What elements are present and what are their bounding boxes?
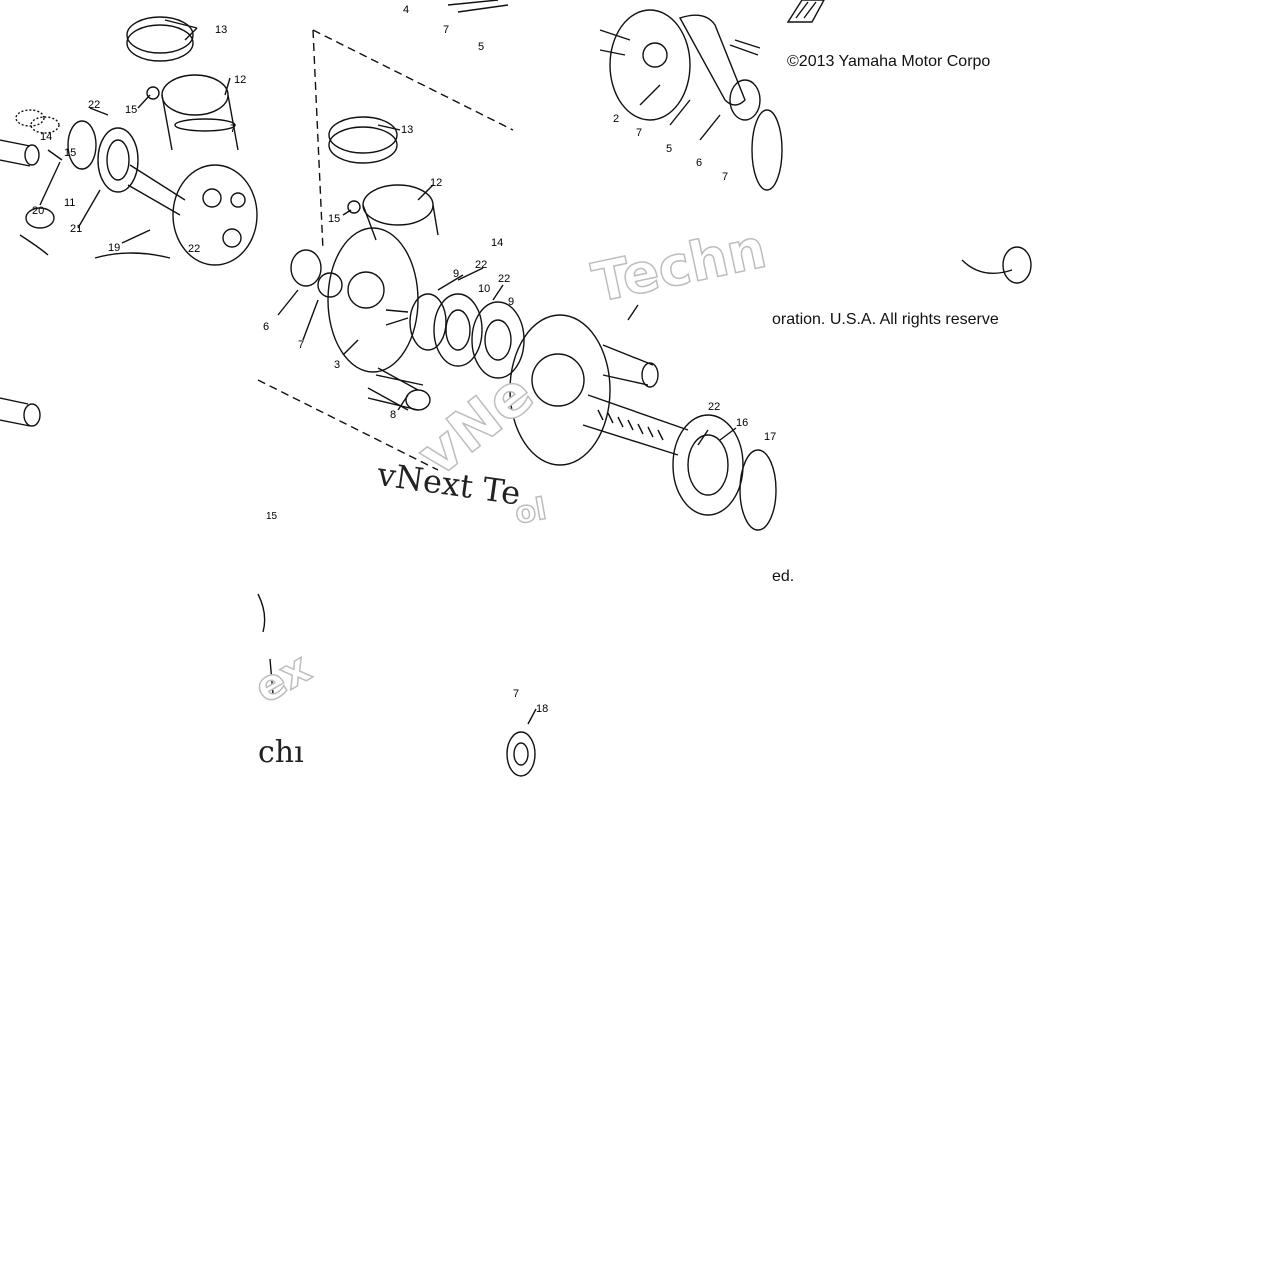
diagram-tile-center: 4 7 5 13 12 15 14 22 9 10 22 9 6 7 3 8 2… xyxy=(257,0,777,532)
callout-2: 2 xyxy=(613,113,619,125)
callout-7b: 7 xyxy=(722,171,728,183)
callout-19: 19 xyxy=(108,242,120,254)
callout-14: 14 xyxy=(40,131,52,143)
watermark-chi: chı xyxy=(258,735,304,770)
callout-14: 14 xyxy=(491,237,503,249)
callout-15: 15 xyxy=(125,104,137,116)
crankshaft-drawing-left: 13 12 22 15 7 20 21 19 xyxy=(0,16,258,427)
callout-10: 10 xyxy=(478,283,490,295)
diagram-tile-left-lower: 14 15 11 22 xyxy=(0,0,258,259)
callout-13: 13 xyxy=(215,24,227,36)
callout-5: 5 xyxy=(478,41,484,53)
callout-8: 8 xyxy=(390,409,396,421)
callout-12: 12 xyxy=(234,74,246,86)
callout-15: 15 xyxy=(328,213,340,225)
callout-22b: 22 xyxy=(188,243,200,255)
callout-3: 3 xyxy=(334,359,340,371)
callout-6: 6 xyxy=(263,321,269,333)
crankshaft-drawing-far-right xyxy=(751,0,1032,284)
callout-15b: 15 xyxy=(64,147,76,159)
crankshaft-drawing-center-lower: 15 7 18 xyxy=(257,511,548,777)
callout-7: 7 xyxy=(443,24,449,36)
copyright-line-1: ©2013 Yamaha Motor Corpo xyxy=(787,53,991,70)
copyright-line-2: oration. U.S.A. All rights reserve xyxy=(772,311,999,328)
callout-6: 6 xyxy=(696,157,702,169)
diagram-tile-far-right xyxy=(751,0,1032,290)
crankshaft-drawing-left-lower: 14 15 11 22 xyxy=(0,131,200,259)
callout-13: 13 xyxy=(401,124,413,136)
callout-7: 7 xyxy=(230,123,236,135)
crankshaft-drawing-right: 2 7 5 6 7 xyxy=(599,9,761,183)
callout-7: 7 xyxy=(636,127,642,139)
callout-17: 17 xyxy=(764,431,776,443)
crankshaft-drawing-center: 4 7 5 13 12 15 14 22 9 10 22 9 6 7 3 8 2… xyxy=(257,0,777,531)
callout-5: 5 xyxy=(666,143,672,155)
callout-7c: 7 xyxy=(513,688,519,700)
callout-22c: 22 xyxy=(708,401,720,413)
copyright-line-3: ed. xyxy=(772,568,795,585)
callout-9b: 9 xyxy=(508,296,514,308)
callout-11: 11 xyxy=(64,197,75,209)
callout-9: 9 xyxy=(453,268,459,280)
diagram-tile-left: 13 12 22 15 7 20 21 19 xyxy=(0,0,258,427)
diagram-tile-right: 2 7 5 6 7 xyxy=(580,0,772,240)
callout-4: 4 xyxy=(403,4,409,16)
callout-21: 21 xyxy=(70,223,82,235)
callout-22b: 22 xyxy=(498,273,510,285)
callout-16: 16 xyxy=(736,417,748,429)
callout-12: 12 xyxy=(430,177,442,189)
callout-22: 22 xyxy=(88,99,100,111)
callout-22: 22 xyxy=(475,259,487,271)
callout-18: 18 xyxy=(536,703,548,715)
callout-7b: 7 xyxy=(298,339,304,351)
callout-15b: 15 xyxy=(266,511,278,522)
diagram-tile-center-lower: 15 7 18 ex chı xyxy=(245,511,772,777)
